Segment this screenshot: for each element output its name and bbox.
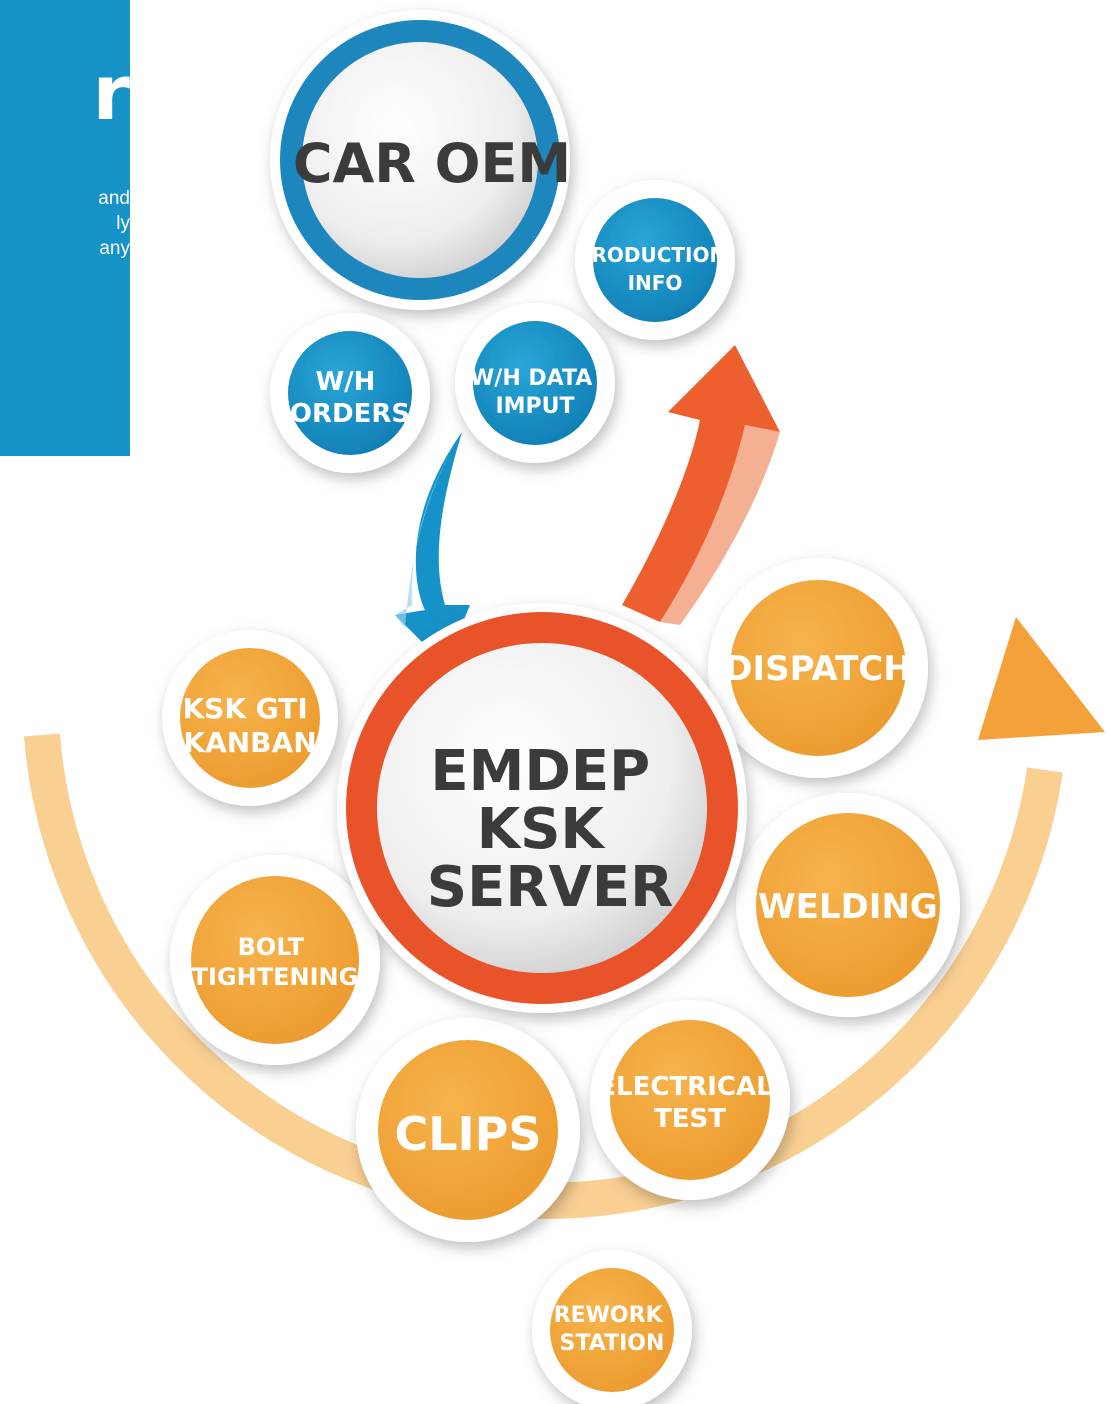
production-info-node xyxy=(575,180,735,340)
wh-orders-label: W/H ORDERS xyxy=(290,367,410,429)
emdep-ksk-server-line-1: EMDEP xyxy=(430,739,650,804)
ksk-gti-kanban-line-1: KSK GTI xyxy=(182,692,307,725)
emdep-ksk-server-line-3: SERVER xyxy=(427,855,673,920)
wh-orders-node xyxy=(270,313,430,473)
car-oem-node xyxy=(270,10,570,310)
production-info-line-1: PRODUCTION xyxy=(577,243,726,267)
rework-station-label: REWORK STATION xyxy=(554,1303,671,1356)
welding-node xyxy=(736,793,960,1017)
intro-line-1: and xyxy=(98,188,130,209)
rework-station-line-2: STATION xyxy=(560,1331,665,1356)
dispatch-label: DISPATCH xyxy=(724,649,911,689)
wh-data-imput-line-2: IMPUT xyxy=(495,394,574,419)
wh-orders-line-2: ORDERS xyxy=(290,399,410,429)
electrical-test-label: ELECTRICAL TEST xyxy=(598,1072,781,1134)
dispatch-node xyxy=(708,558,928,778)
bolt-tightening-label: BOLT TIGHTENING xyxy=(192,933,359,991)
welding-label: WELDING xyxy=(758,887,938,927)
ksk-gti-kanban-node xyxy=(162,630,338,806)
intro-line-3: any xyxy=(99,238,130,259)
production-info-label: PRODUCTION INFO xyxy=(577,243,733,295)
bolt-tightening-line-1: BOLT xyxy=(238,933,305,961)
intro-heading: r xyxy=(92,48,130,137)
electrical-test-line-2: TEST xyxy=(654,1104,726,1134)
wh-data-imput-line-1: W/H DATA xyxy=(470,366,592,391)
wh-data-imput-node xyxy=(455,303,615,463)
ksk-gti-kanban-label: KSK GTI KANBAN xyxy=(182,692,317,759)
emdep-ksk-server-node xyxy=(337,603,747,1013)
wh-data-imput-label: W/H DATA IMPUT xyxy=(470,366,600,419)
intro-line-2: ly xyxy=(116,213,130,234)
production-info-line-2: INFO xyxy=(628,271,683,295)
rework-station-node xyxy=(532,1250,692,1404)
car-oem-label: CAR OEM xyxy=(293,132,571,195)
bolt-tightening-line-2: TIGHTENING xyxy=(192,963,359,991)
clips-node xyxy=(356,1018,580,1242)
clips-label: CLIPS xyxy=(394,1107,541,1161)
emdep-ksk-server-line-2: KSK xyxy=(477,797,607,862)
intro-panel: r and ly any xyxy=(0,0,130,456)
ksk-gti-kanban-line-2: KANBAN xyxy=(183,726,316,759)
electrical-test-line-1: ELECTRICAL xyxy=(598,1072,772,1102)
bolt-tightening-node xyxy=(170,855,380,1065)
rework-station-line-1: REWORK xyxy=(554,1303,664,1328)
blue-arrow xyxy=(395,432,470,665)
emdep-ksk-server-label: EMDEP KSK SERVER xyxy=(427,739,673,920)
electrical-test-node xyxy=(590,1000,790,1200)
orange-arrow xyxy=(622,345,780,625)
wh-orders-line-1: W/H xyxy=(316,367,376,397)
